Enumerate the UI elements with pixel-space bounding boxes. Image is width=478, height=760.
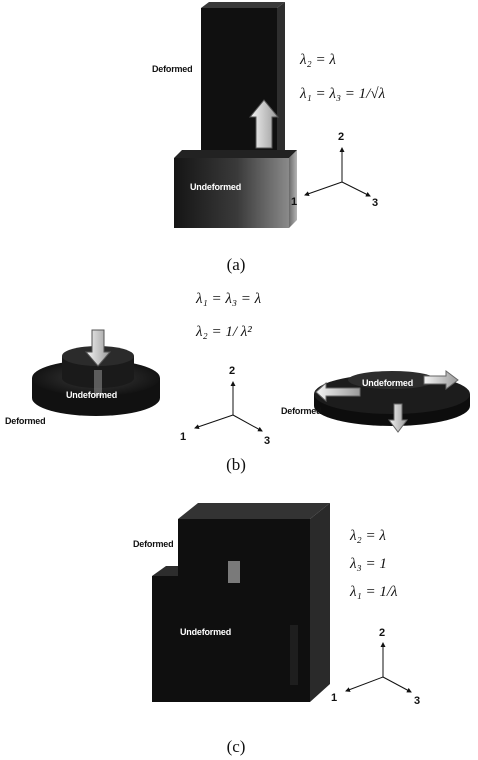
panel-a-caption: (a) xyxy=(227,255,246,274)
panel-b: λ₁ = λ₃ = λ λ₂ = 1/ λ² Undeformed Deform… xyxy=(5,291,470,474)
panel-a-undeformed-label: Undeformed xyxy=(190,182,241,192)
panel-b-axis-3: 3 xyxy=(264,435,270,447)
panel-a-equation-2: λ₁ = λ₃ = 1/√λ xyxy=(299,86,386,102)
panel-c-axis-triad: 2 1 3 xyxy=(331,627,420,707)
panel-c-block xyxy=(152,503,330,702)
panel-a-axis-3: 3 xyxy=(372,197,378,209)
panel-b-axis-triad: 2 1 3 xyxy=(180,365,270,447)
panel-b-compressed-disc xyxy=(32,329,160,416)
panel-a-deformed-column xyxy=(201,2,285,176)
panel-c-equation-1: λ₂ = λ xyxy=(349,528,386,544)
panel-b-equation-2: λ₂ = 1/ λ² xyxy=(195,324,252,340)
panel-c-deformed-label: Deformed xyxy=(133,539,173,549)
panel-a-axis-1: 1 xyxy=(291,196,297,208)
panel-b-equation-1: λ₁ = λ₃ = λ xyxy=(195,291,262,307)
panel-c-axis-3: 3 xyxy=(414,695,420,707)
panel-c-undeformed-label: Undeformed xyxy=(180,627,231,637)
panel-c-equation-3: λ₁ = 1/λ xyxy=(349,584,398,600)
panel-a-up-arrow xyxy=(248,99,280,149)
panel-b-stretched-disc xyxy=(314,370,470,433)
panel-c: Deformed Undeformed λ₂ = λ λ₃ = 1 λ₁ = 1… xyxy=(133,503,420,756)
panel-c-axis-2: 2 xyxy=(379,627,385,639)
panel-b-left-deformed-label: Deformed xyxy=(5,416,45,426)
panel-a-equation-1: λ₂ = λ xyxy=(299,52,336,68)
panel-a-axis-2: 2 xyxy=(338,131,344,143)
panel-b-right-undeformed-label: Undeformed xyxy=(362,378,413,388)
panel-a-deformed-label: Deformed xyxy=(152,64,192,74)
panel-c-caption: (c) xyxy=(227,737,246,756)
panel-c-axis-1: 1 xyxy=(331,692,337,704)
panel-a: Deformed Undeformed λ₂ = λ λ₁ = λ₃ = 1/√… xyxy=(152,2,386,274)
panel-b-caption: (b) xyxy=(226,455,246,474)
panel-b-left-undeformed-label: Undeformed xyxy=(66,390,117,400)
panel-b-axis-1: 1 xyxy=(180,431,186,443)
panel-b-axis-2: 2 xyxy=(229,365,235,377)
panel-a-undeformed-block xyxy=(174,150,297,228)
panel-b-right-deformed-label: Deformed xyxy=(281,406,321,416)
panel-c-equation-2: λ₃ = 1 xyxy=(349,556,387,572)
panel-a-axis-triad: 2 1 3 xyxy=(291,131,378,209)
